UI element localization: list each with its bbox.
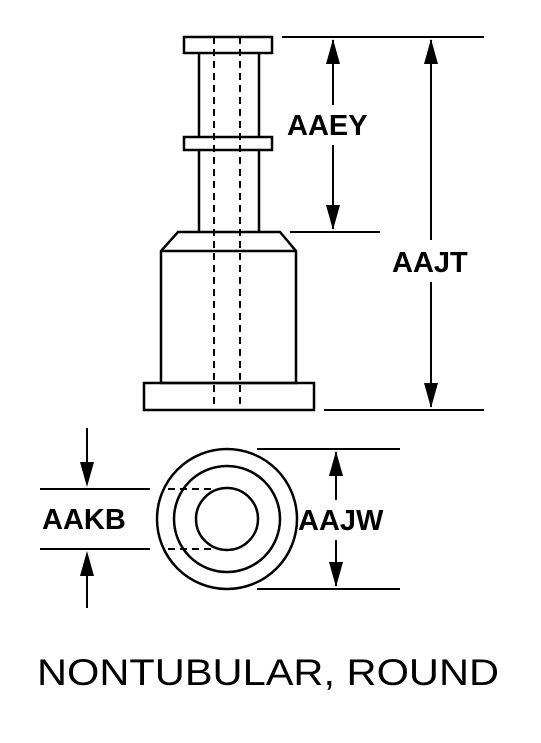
outer-circle [155,447,299,591]
aakb-label: AAKB [42,504,126,536]
aajt-arrow-bottom [424,383,438,408]
aakb-arrow-top [80,462,94,487]
caption: NONTUBULAR, ROUND [37,652,499,693]
side-view [142,35,316,412]
aaey-arrow-top [326,39,340,64]
body [159,230,298,385]
dimension-aajw: AAJW [257,448,400,590]
aajw-label: AAJW [298,505,384,537]
aajw-arrow-top [329,451,343,476]
aajt-label: AAJT [392,247,468,279]
dimension-aaey: AAEY [282,36,484,233]
aakb-arrow-bottom [80,551,94,576]
dimension-aakb: AAKB [40,428,150,608]
top-flange [182,35,274,55]
aaey-arrow-bottom [326,205,340,230]
inner-circle [194,486,260,552]
middle-circle [172,464,282,574]
end-view [155,447,299,591]
aajt-arrow-top [424,39,438,64]
aajw-arrow-bottom [329,562,343,587]
base [142,381,316,412]
dimension-aajt: AAJT [324,39,484,411]
middle-collar [182,135,274,152]
aaey-label: AAEY [287,110,368,142]
